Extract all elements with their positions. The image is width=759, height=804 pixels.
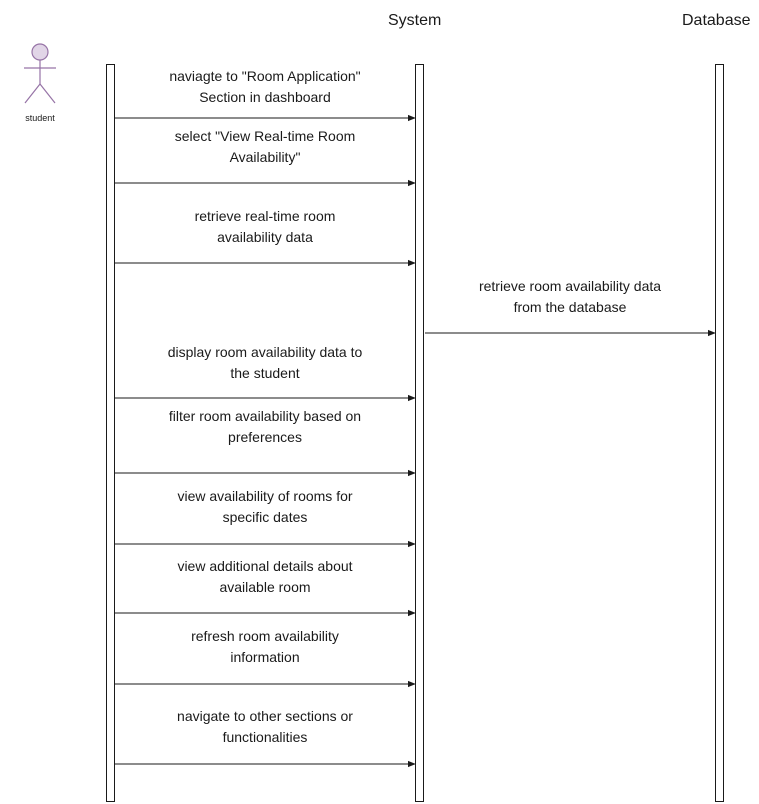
message-label: naviagte to "Room Application" Section in… (169, 66, 360, 108)
message-label-line: retrieve real-time room (194, 208, 336, 224)
message-label-line: view additional details about (177, 558, 353, 574)
message-label-line: refresh room availability (191, 628, 339, 644)
message-label-line: Section in dashboard (199, 89, 331, 105)
database-lifeline (715, 64, 724, 802)
stick-figure-icon (24, 43, 56, 104)
actor-label: student (25, 113, 55, 123)
message-label-line: select "View Real-time Room (174, 128, 356, 144)
message-label: view availability of rooms for specific d… (177, 486, 352, 528)
database-lane-title: Database (682, 12, 751, 29)
message-label: display room availability data to the stu… (168, 342, 363, 384)
message-label-line: preferences (228, 429, 302, 445)
message-label-line: specific dates (222, 509, 308, 525)
message-label-line: information (230, 649, 300, 665)
message-label-line: navigate to other sections or (177, 708, 353, 724)
message-label-line: view availability of rooms for (177, 488, 353, 504)
message-label: retrieve real-time room availability data (195, 206, 336, 248)
message-label: filter room availability based on prefere… (169, 406, 361, 448)
message-label-line: display room availability data to (167, 344, 363, 360)
message-label-line: naviagte to "Room Application" (169, 68, 361, 84)
message-label-line: availability data (217, 229, 313, 245)
student-lifeline (106, 64, 115, 802)
message-label-line: filter room availability based on (168, 408, 362, 424)
message-label-line: functionalities (222, 729, 308, 745)
message-label: refresh room availability information (191, 626, 339, 668)
system-lifeline (415, 64, 424, 802)
message-label-line: Availability" (229, 149, 301, 165)
message-label: navigate to other sections or functionali… (177, 706, 353, 748)
message-label-line: the student (230, 365, 300, 381)
message-label-line: retrieve room availability data (478, 278, 662, 294)
message-label-line: from the database (513, 299, 627, 315)
message-label-line: available room (219, 579, 311, 595)
system-lane-title: System (388, 12, 442, 29)
message-label: view additional details about available r… (177, 556, 352, 598)
message-label: retrieve room availability data from the … (479, 276, 661, 318)
